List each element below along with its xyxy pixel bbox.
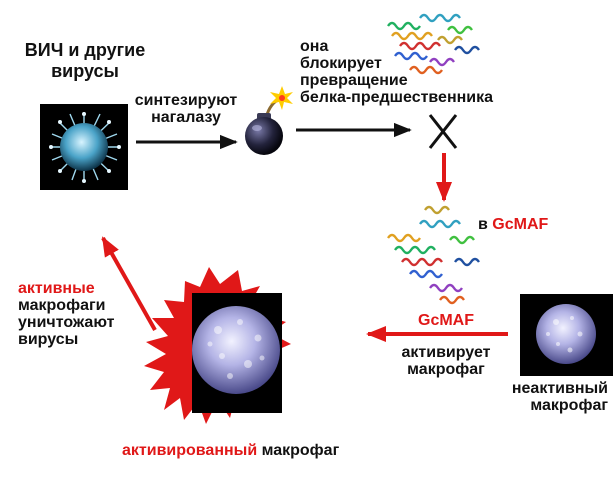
activates-label-line1: активирует — [396, 344, 496, 361]
activated-label-rest: макрофаг — [257, 442, 339, 459]
kill-label-highlight: активные — [18, 280, 114, 297]
kill-label-line4: вирусы — [18, 331, 114, 348]
kill-label-line2: макрофаги — [18, 297, 114, 314]
synth-label-line2: нагалазу — [134, 109, 238, 126]
kill-label: активные макрофаги уничтожают вирусы — [18, 280, 114, 348]
block-label: она блокирует превращение белка-предшест… — [300, 38, 493, 106]
virus-image — [40, 104, 128, 190]
bomb-icon — [245, 86, 293, 155]
activated-label: активированный макрофаг — [122, 442, 339, 459]
block-label-line2: блокирует — [300, 55, 493, 72]
gcmaf-arrow-label: GcMAF — [418, 312, 474, 329]
into-gcmaf-label: в GcMAF — [478, 216, 548, 233]
inactive-label-line2: макрофаг — [500, 397, 608, 414]
block-label-line1: она — [300, 38, 493, 55]
inactive-macrophage-image — [520, 294, 613, 376]
gcmaf-protein-image — [388, 207, 479, 303]
inactive-label: неактивный макрофаг — [500, 380, 608, 414]
into-gcmaf-highlight: GcMAF — [492, 216, 548, 233]
activates-label-line2: макрофаг — [396, 361, 496, 378]
activates-label: активирует макрофаг — [396, 344, 496, 378]
virus-label-line2: вирусы — [18, 61, 152, 82]
into-prefix: в — [478, 216, 492, 233]
virus-label-line1: ВИЧ и другие — [18, 40, 152, 61]
synth-label: синтезируют нагалазу — [134, 92, 238, 126]
block-label-line4: белка-предшественника — [300, 89, 493, 106]
block-label-line3: превращение — [300, 72, 493, 89]
kill-label-line3: уничтожают — [18, 314, 114, 331]
synth-label-line1: синтезируют — [134, 92, 238, 109]
activated-label-highlight: активированный — [122, 442, 257, 459]
inactive-label-line1: неактивный — [500, 380, 608, 397]
blocked-cross-icon — [430, 115, 456, 148]
activated-macrophage-image — [144, 267, 291, 424]
virus-label: ВИЧ и другие вирусы — [18, 40, 152, 82]
